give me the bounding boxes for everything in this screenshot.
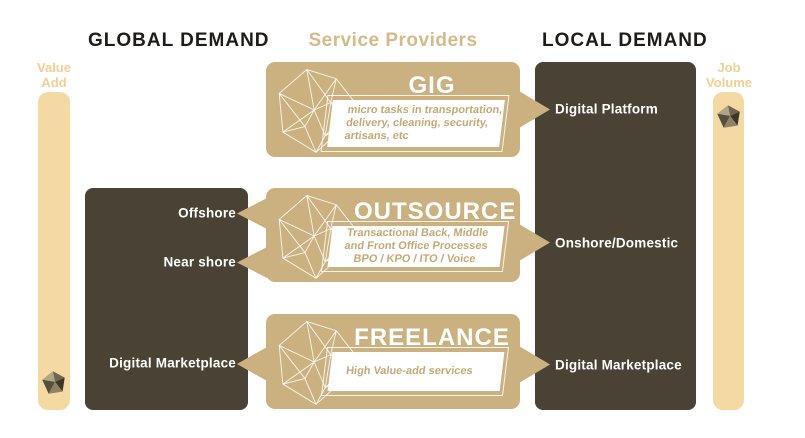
- digital-marketplace-right-label: Digital Marketplace: [555, 357, 682, 373]
- job-volume-label: Job Volume: [706, 60, 752, 90]
- freelance-description: High Value-add services: [327, 352, 505, 391]
- value-add-bar: [38, 92, 70, 410]
- gig-desc-line: artisans, etc: [343, 129, 410, 142]
- onshore-domestic-label: Onshore/Domestic: [555, 235, 679, 251]
- local-demand-header: LOCAL DEMAND: [542, 30, 708, 51]
- provider-card-gig: GIG micro tasks in transportation, deliv…: [266, 62, 520, 157]
- service-providers-header: Service Providers: [308, 30, 478, 51]
- global-demand-header: GLOBAL DEMAND: [88, 30, 270, 51]
- offshore-label: Offshore: [178, 205, 236, 221]
- gig-desc-line: micro tasks in transportation,: [346, 104, 504, 117]
- gem-icon: [716, 105, 740, 128]
- local-demand-box: Digital Platform Onshore/Domestic Digita…: [535, 62, 696, 410]
- outsource-description: Transactional Back, Middle and Front Off…: [327, 226, 505, 267]
- job-volume-bar: [713, 92, 744, 410]
- outsource-desc-line: and Front Office Processes: [343, 240, 489, 253]
- outsource-desc-line: BPO / KPO / ITO / Voice: [352, 252, 477, 265]
- near-shore-label: Near shore: [163, 254, 236, 270]
- digital-marketplace-left-label: Digital Marketplace: [109, 355, 236, 371]
- gig-title: GIG: [408, 72, 456, 99]
- digital-platform-label: Digital Platform: [555, 101, 658, 117]
- value-add-label: Value Add: [37, 60, 71, 90]
- gig-desc-line: delivery, cleaning, security,: [345, 117, 489, 130]
- freelance-title: FREELANCE: [354, 324, 510, 351]
- freelance-desc-line: High Value-add services: [345, 365, 474, 378]
- gig-description: micro tasks in transportation, delivery,…: [327, 100, 505, 147]
- provider-card-freelance: FREELANCE High Value-add services: [266, 314, 520, 409]
- global-demand-box: Offshore Near shore Digital Marketplace: [85, 188, 248, 410]
- outsource-title: OUTSOURCE: [354, 198, 517, 225]
- outsource-desc-line: Transactional Back, Middle: [346, 227, 489, 240]
- gem-icon: [42, 371, 65, 394]
- provider-card-outsource: OUTSOURCE Transactional Back, Middle and…: [266, 188, 520, 282]
